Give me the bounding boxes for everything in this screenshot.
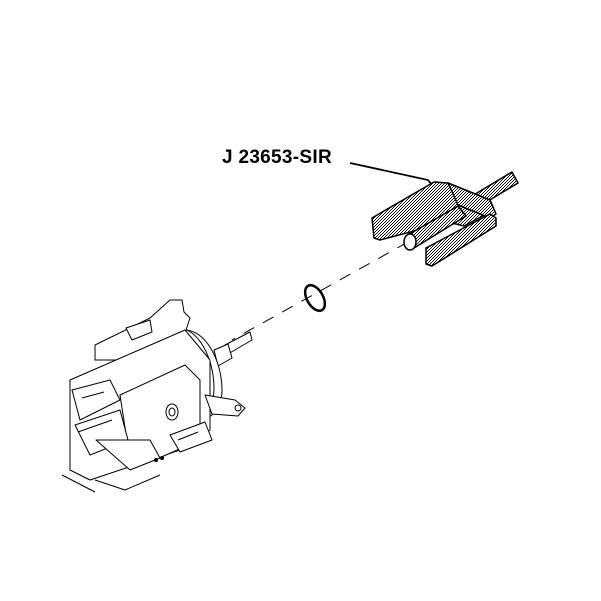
callout-leader-line [349,162,433,186]
assembly-centerline [231,241,409,341]
tool-callout-label: J 23653-SIR [222,147,332,168]
steering-column-housing [61,299,253,493]
shaft-seal-ring [303,283,327,313]
puller-tool-j23653-sir [371,171,519,267]
